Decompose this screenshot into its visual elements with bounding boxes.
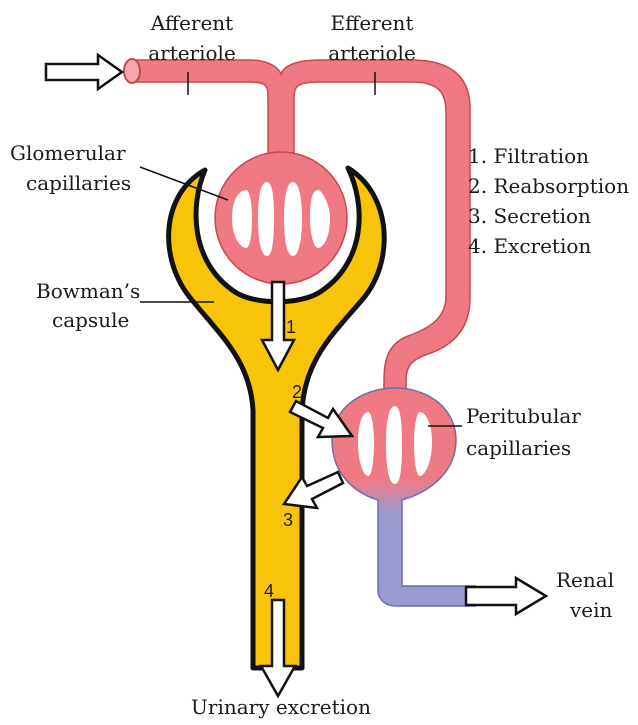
peritubular-network — [332, 388, 475, 606]
renal-vein-outflow-arrow — [466, 578, 546, 614]
bowmans-label-line1: Bowman’s — [36, 279, 140, 303]
renal-vein-label-line2: vein — [569, 598, 613, 622]
legend-item-filtration: 1. Filtration — [468, 144, 589, 168]
glomerular-label-line1: Glomerular — [10, 141, 126, 165]
step-number-4: 4 — [264, 581, 274, 601]
peritubular-label-line2: capillaries — [466, 436, 571, 460]
afferent-label-line2: arteriole — [148, 41, 236, 65]
efferent-label-line2: arteriole — [328, 41, 416, 65]
renal-vein-label-line1: Renal — [556, 568, 614, 592]
process-legend: 1. Filtration 2. Reabsorption 3. Secreti… — [468, 144, 629, 258]
glomerular-label-line2: capillaries — [26, 171, 131, 195]
afferent-opening — [124, 59, 140, 83]
legend-item-secretion: 3. Secretion — [468, 204, 591, 228]
peritubular-label-line1: Peritubular — [466, 404, 581, 428]
bowmans-label-line2: capsule — [52, 308, 129, 332]
afferent-label-line1: Afferent — [150, 11, 233, 35]
urinary-excretion-label: Urinary excretion — [191, 695, 371, 719]
legend-item-reabsorption: 2. Reabsorption — [468, 174, 629, 198]
afferent-inflow-arrow — [46, 55, 122, 89]
legend-item-excretion: 4. Excretion — [468, 234, 591, 258]
peritubular-loops — [358, 406, 432, 484]
step-number-3: 3 — [283, 510, 293, 530]
step-number-2: 2 — [292, 382, 302, 402]
efferent-label-line1: Efferent — [331, 11, 414, 35]
step-number-1: 1 — [286, 317, 296, 337]
